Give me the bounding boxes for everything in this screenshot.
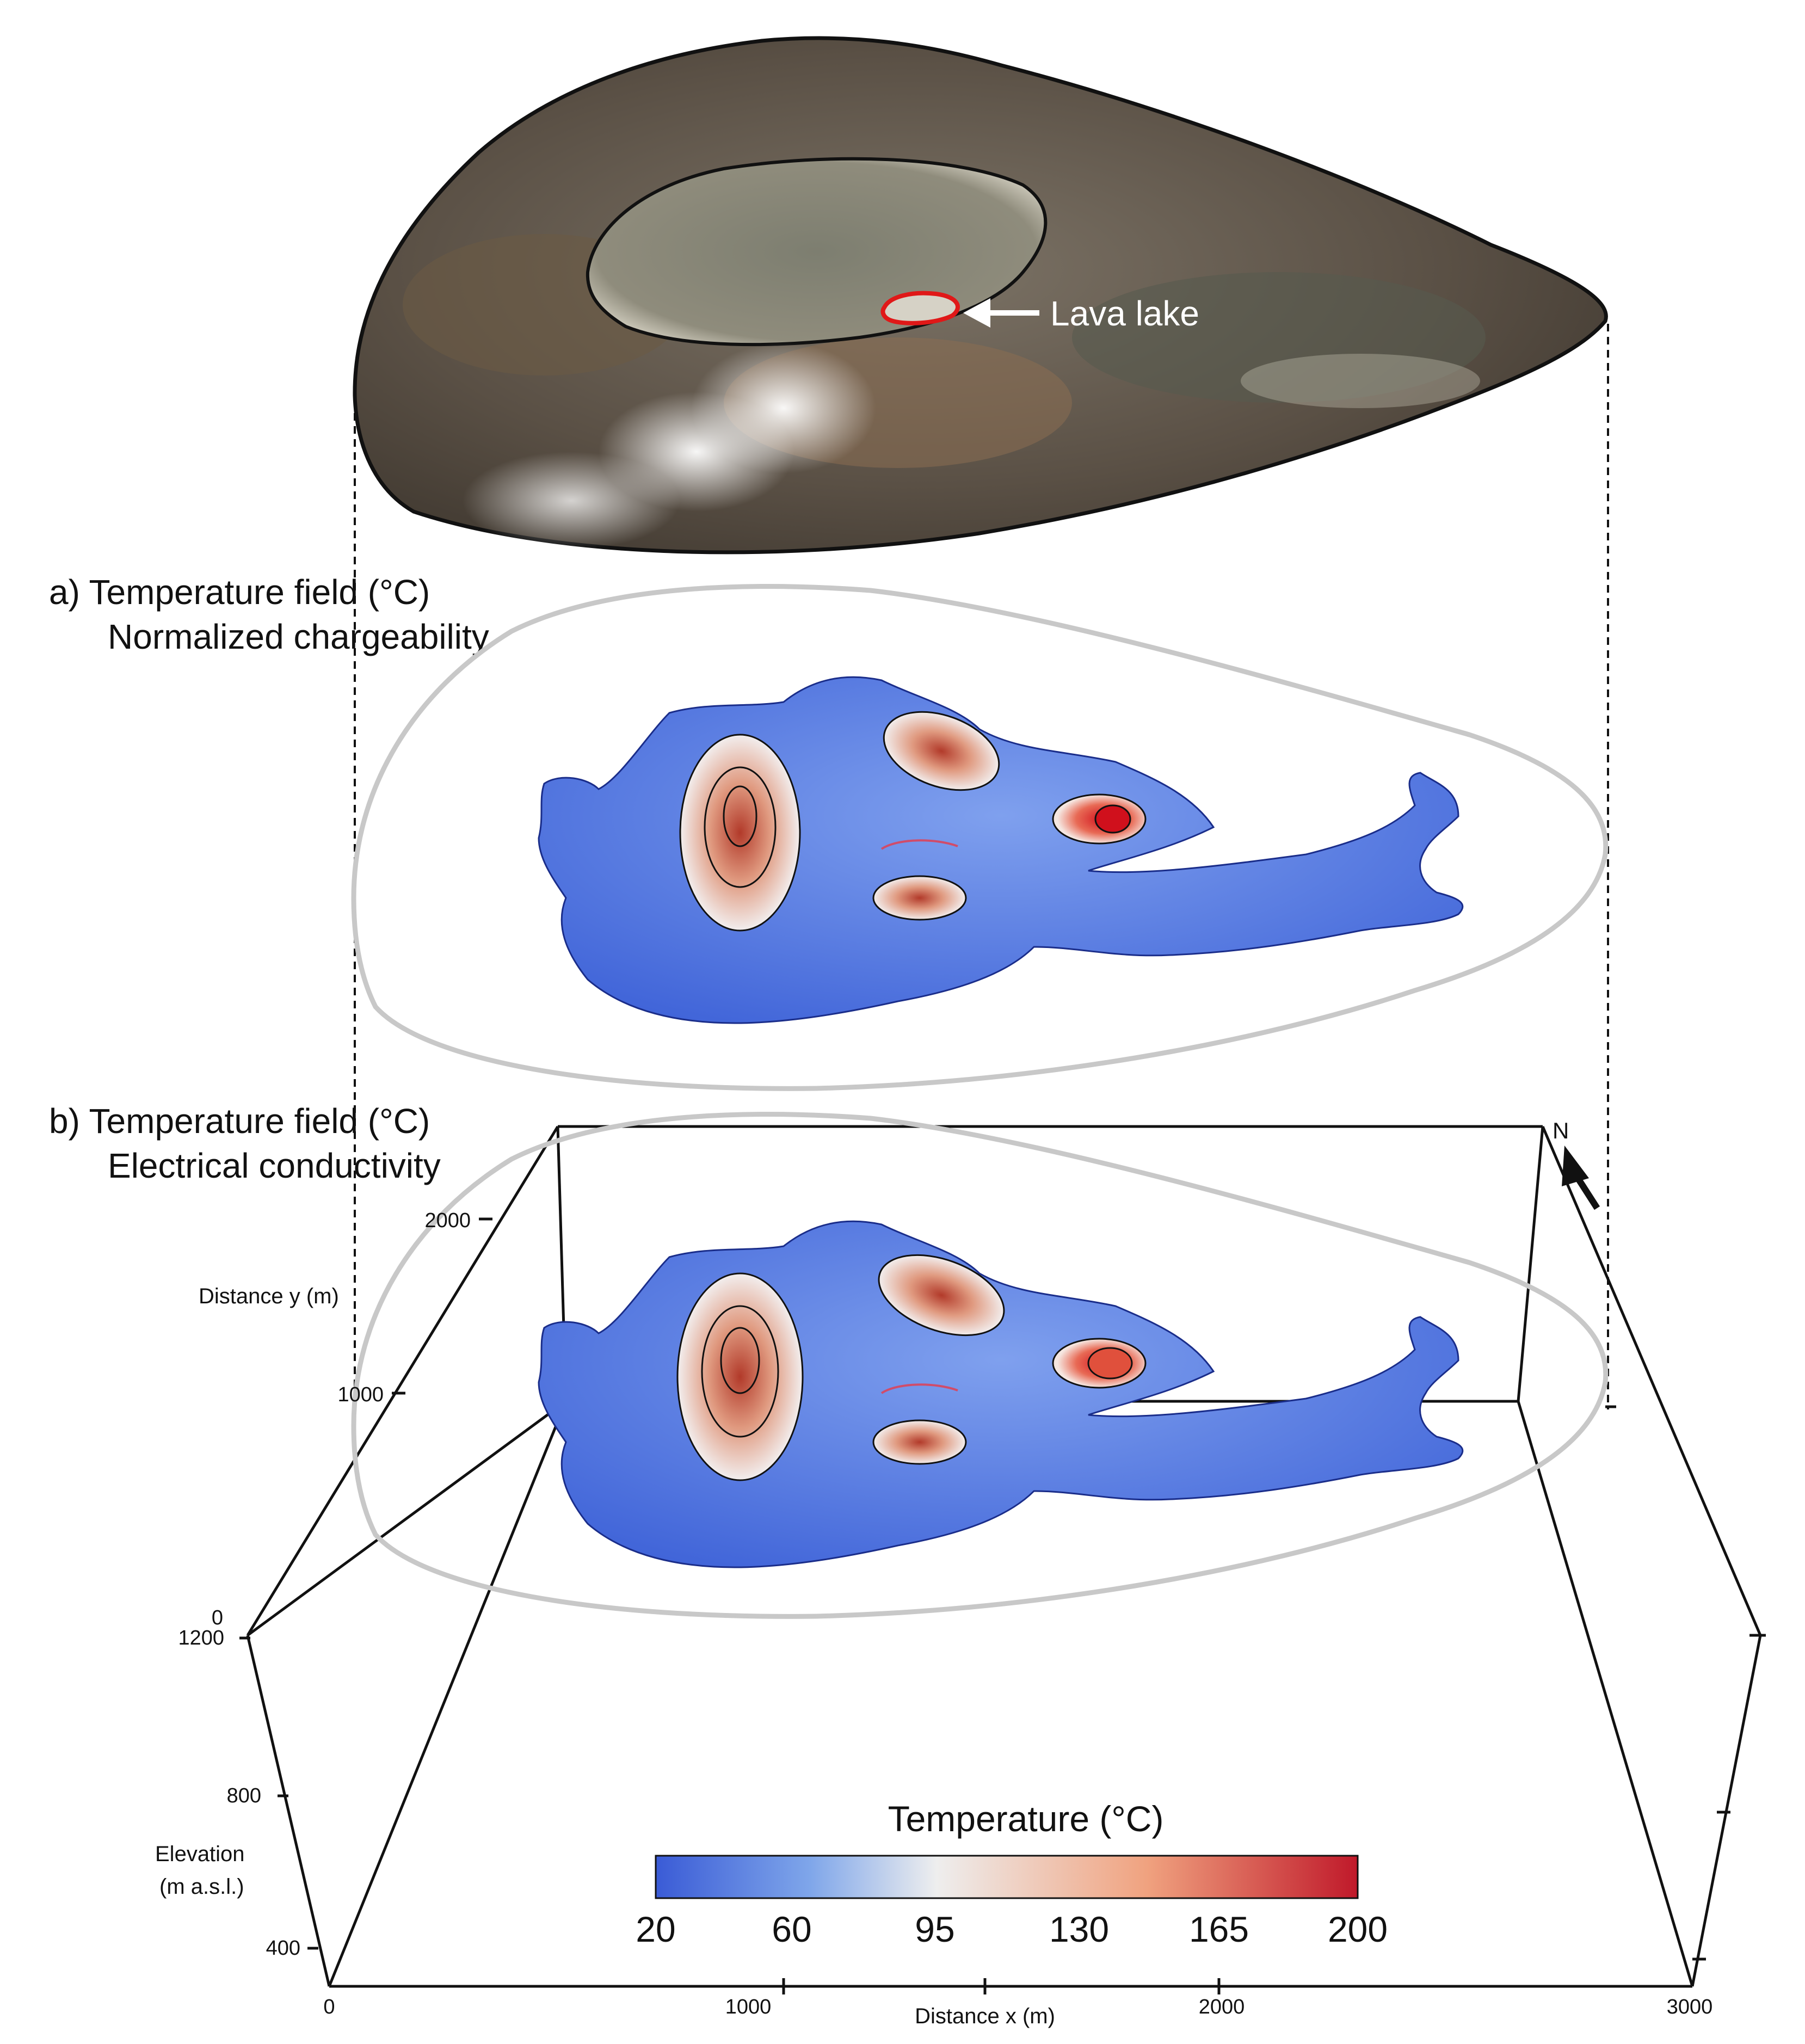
z-axis-label-line1: Elevation <box>155 1842 245 1866</box>
x-tick-2000: 2000 <box>1199 1996 1245 2018</box>
right-side-ticks <box>1605 1405 1766 1961</box>
x-tick-1000: 1000 <box>725 1996 772 2018</box>
hot-anomaly-north-b <box>878 1254 1005 1337</box>
colorbar-tick-95: 95 <box>915 1909 954 1949</box>
temperature-isosurface-a <box>538 676 1464 1024</box>
z-axis: 1200 800 400 Elevation (m a.s.l.) <box>155 1627 318 1960</box>
hot-anomaly-lavalake-core <box>1094 804 1131 834</box>
colorbar-tick-20: 20 <box>636 1909 675 1949</box>
y-tick-2000: 2000 <box>424 1209 471 1232</box>
lava-lake-arrowhead <box>963 298 990 328</box>
axes-box <box>246 1125 1762 1988</box>
x-tick-3000: 3000 <box>1667 1996 1713 2018</box>
x-axis-label: Distance x (m) <box>915 2004 1055 2028</box>
terrain-patch <box>1241 354 1480 408</box>
north-arrow-head <box>1562 1146 1589 1186</box>
z-axis-label-line2: (m a.s.l.) <box>159 1875 244 1899</box>
hot-anomaly-lavalake-b-core <box>1087 1347 1133 1380</box>
y-axis-label: Distance y (m) <box>199 1284 339 1308</box>
caldera-boundary-grey <box>351 584 1609 1091</box>
temperature-isosurface-b <box>538 1220 1464 1568</box>
hot-anomaly-west-contour <box>704 766 777 888</box>
panel-b-title-line1: b) Temperature field (°C) <box>49 1101 430 1141</box>
z-tick-800: 800 <box>227 1784 261 1807</box>
panel-a-title-line2: Normalized chargeability <box>108 617 489 656</box>
caldera-boundary-grey-b <box>351 1112 1609 1619</box>
hot-anomaly-west-b-contour <box>720 1327 760 1394</box>
hot-anomaly-west-b <box>676 1272 804 1481</box>
hot-anomaly-south <box>872 875 967 921</box>
colorbar-tick-60: 60 <box>772 1909 811 1949</box>
colorbar-tick-130: 130 <box>1049 1909 1109 1949</box>
hot-anomaly-north <box>883 711 1000 791</box>
lava-lake-outline-b <box>880 1383 958 1394</box>
hot-anomaly-south-b <box>872 1419 967 1465</box>
y-tick-0: 0 <box>212 1606 223 1629</box>
x-axis: 0 1000 2000 3000 Distance x (m) <box>323 1978 1712 2028</box>
hot-anomaly-west-contour <box>723 785 757 847</box>
colorbar: Temperature (°C) 20 60 95 130 165 200 <box>636 1799 1388 1949</box>
z-tick-1200: 1200 <box>178 1627 224 1649</box>
x-tick-0: 0 <box>323 1996 335 2018</box>
panel-a: a) Temperature field (°C) Normalized cha… <box>49 572 1609 1091</box>
panel-b-title-line2: Electrical conductivity <box>108 1146 441 1185</box>
colorbar-tick-165: 165 <box>1189 1909 1249 1949</box>
panel-b: b) Temperature field (°C) Electrical con… <box>49 1101 1766 2028</box>
y-axis: 2000 1000 0 Distance y (m) <box>199 1209 492 1629</box>
colorbar-gradient <box>655 1855 1359 1899</box>
north-arrow: N <box>1553 1118 1600 1210</box>
lava-lake-label: Lava lake <box>1050 294 1199 333</box>
panel-a-title-line1: a) Temperature field (°C) <box>49 572 430 612</box>
steam-plume <box>463 452 680 550</box>
terrain-patch <box>1072 272 1486 403</box>
hot-anomaly-west-b-contour <box>701 1305 779 1438</box>
caldera-aerial-photo: Lava lake <box>353 36 1608 555</box>
north-label: N <box>1553 1118 1569 1143</box>
lava-lake-outline-a <box>880 839 958 850</box>
colorbar-tick-200: 200 <box>1328 1909 1388 1949</box>
z-tick-400: 400 <box>266 1937 300 1960</box>
hot-anomaly-west <box>679 734 801 932</box>
y-tick-1000: 1000 <box>337 1383 384 1406</box>
colorbar-title: Temperature (°C) <box>888 1799 1164 1839</box>
lava-lake-outline <box>880 291 960 325</box>
